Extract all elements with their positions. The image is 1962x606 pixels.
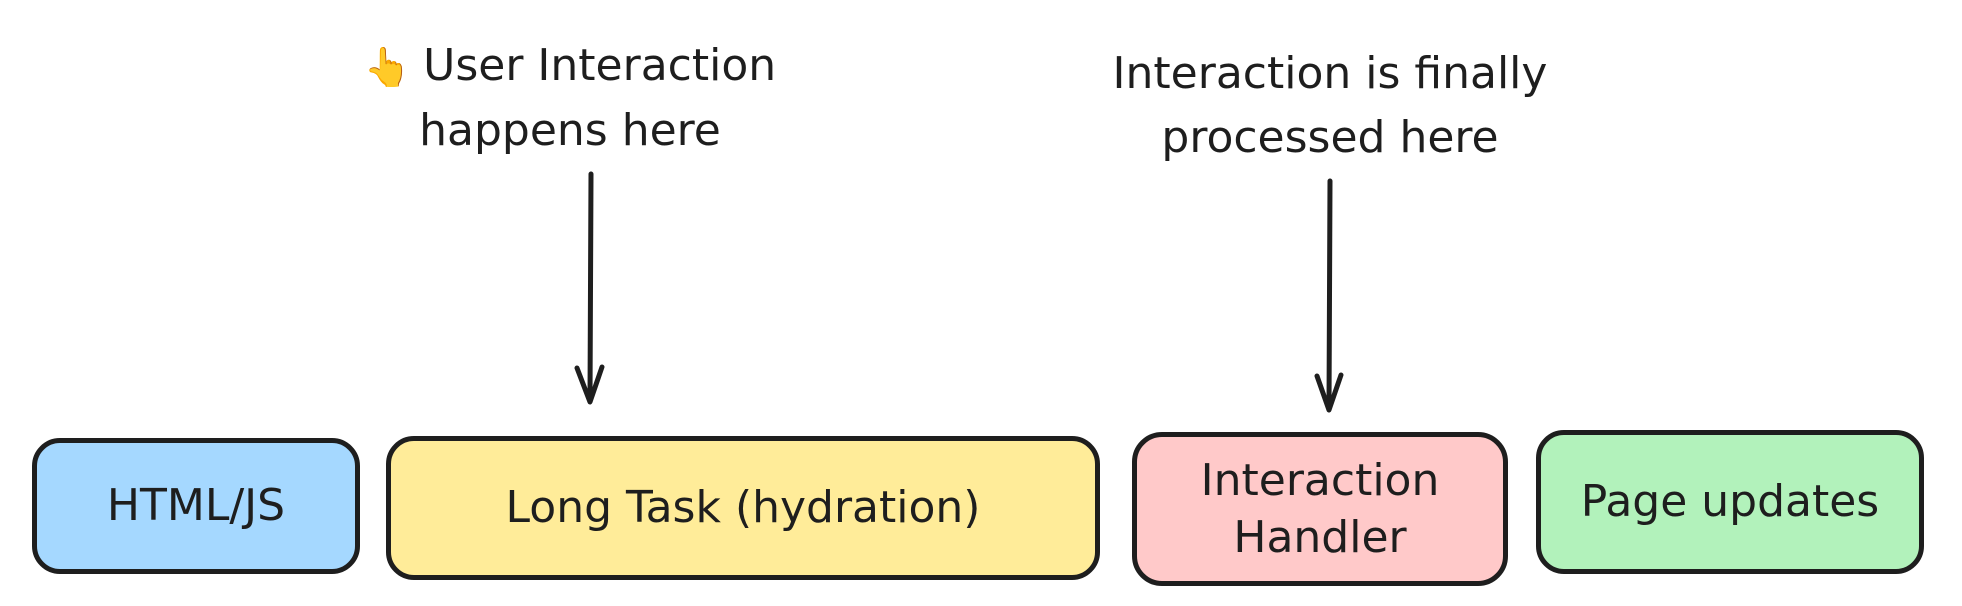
html-js-box: HTML/JS [32,438,360,574]
user-interaction-line-2: happens here [419,105,721,156]
processed-line-1: Interaction is finally [1112,48,1548,99]
interaction-handler-label-line-2: Handler [1233,512,1407,563]
page-updates-label: Page updates [1580,476,1880,528]
processed-line-2: processed here [1161,112,1499,163]
arrow-processed [1314,178,1344,413]
user-interaction-line-1: 👆User Interaction [340,34,800,99]
page-updates-box: Page updates [1536,430,1924,574]
arrow-user-interaction [574,171,605,405]
user-interaction-note: 👆User Interaction happens here [340,34,800,163]
pointing-up-hand-icon: 👆 [363,45,412,89]
interaction-handler-label-line-1: Interaction [1200,454,1440,506]
html-js-label: HTML/JS [106,480,286,532]
user-interaction-text: User Interaction [423,40,777,91]
long-task-label: Long Task (hydration) [505,482,981,534]
processed-note: Interaction is finally processed here [1060,42,1600,170]
interaction-handler-box: Interaction Handler [1132,432,1508,586]
long-task-box: Long Task (hydration) [386,436,1100,580]
